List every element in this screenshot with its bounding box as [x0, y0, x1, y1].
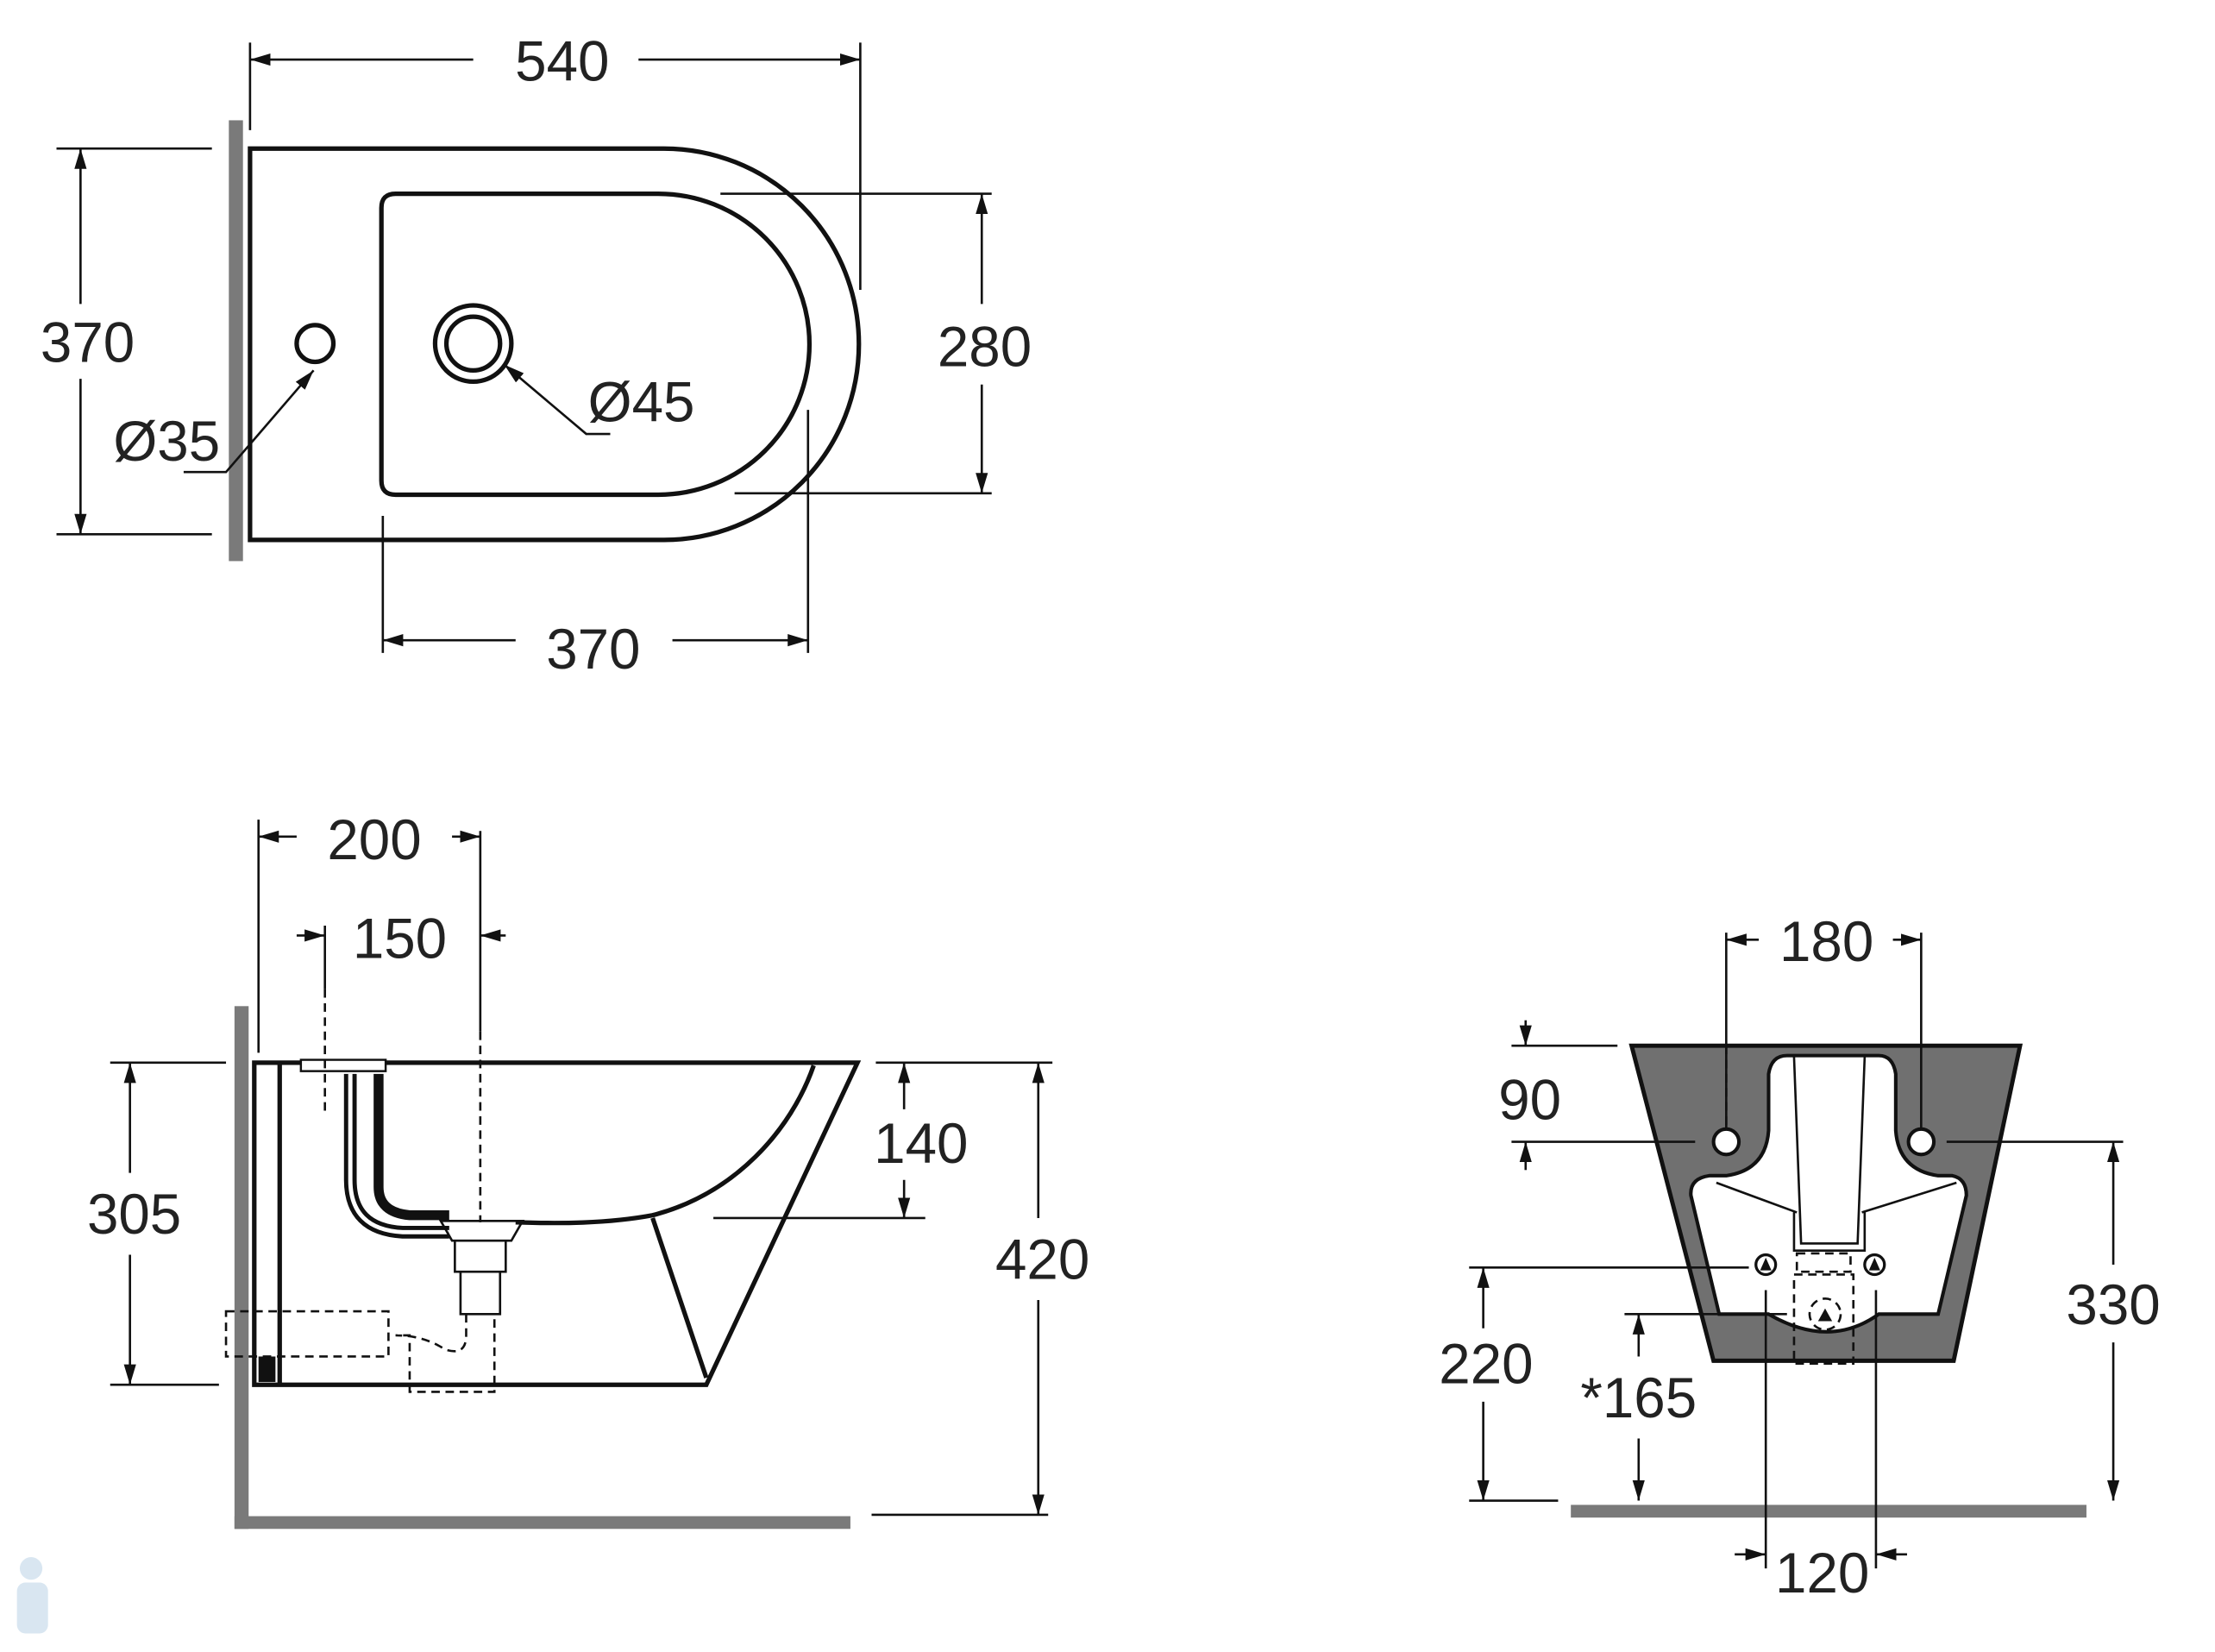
bidet-body	[252, 1060, 862, 1387]
dim-supply-spacing: 120	[1775, 1542, 1869, 1605]
drain-hole-outer	[432, 303, 514, 385]
top-view: 540 370 280 370 Ø35 Ø45	[41, 30, 1032, 681]
side-view: 200 150 305 140 420	[87, 808, 1089, 1530]
dim-rim-height: 420	[995, 1228, 1089, 1291]
floor	[234, 1516, 850, 1530]
bidet-outline	[248, 146, 862, 543]
floor	[1571, 1504, 2086, 1518]
dim-bowl-width: 280	[938, 315, 1032, 378]
rear-view: 180 90 330 220 *165 120	[1439, 910, 2160, 1605]
wall	[234, 1006, 249, 1530]
watermark-logo	[16, 1557, 48, 1634]
dim-overall-length: 540	[515, 30, 609, 93]
dim-bowl-length: 370	[546, 618, 640, 681]
dim-body-height: 305	[87, 1183, 181, 1246]
dim-overall-width: 370	[41, 311, 135, 374]
drain-hole-inner	[443, 314, 503, 373]
dim-fixing-spacing: 180	[1779, 910, 1873, 973]
bowl-curve	[515, 1065, 816, 1226]
dim-supply-height: 220	[1439, 1333, 1533, 1396]
tap-hole	[294, 323, 336, 365]
dim-fixing-offset: 90	[1498, 1068, 1561, 1131]
fixing-hole-right	[1906, 1127, 1936, 1157]
drain-point	[1808, 1297, 1842, 1331]
bowl-outline	[379, 191, 813, 498]
dim-rim-depth: 140	[874, 1112, 968, 1175]
dim-tap-hole: Ø35	[113, 410, 220, 473]
dim-fixing-height: 330	[2066, 1273, 2160, 1336]
wall	[229, 120, 243, 562]
dim-drain-height: *165	[1580, 1366, 1697, 1429]
fixing-hole-left	[1711, 1127, 1741, 1157]
dim-drain-hole: Ø45	[588, 370, 695, 433]
dim-fixing-distance: 200	[327, 808, 421, 871]
dim-drain-distance: 150	[353, 908, 447, 970]
